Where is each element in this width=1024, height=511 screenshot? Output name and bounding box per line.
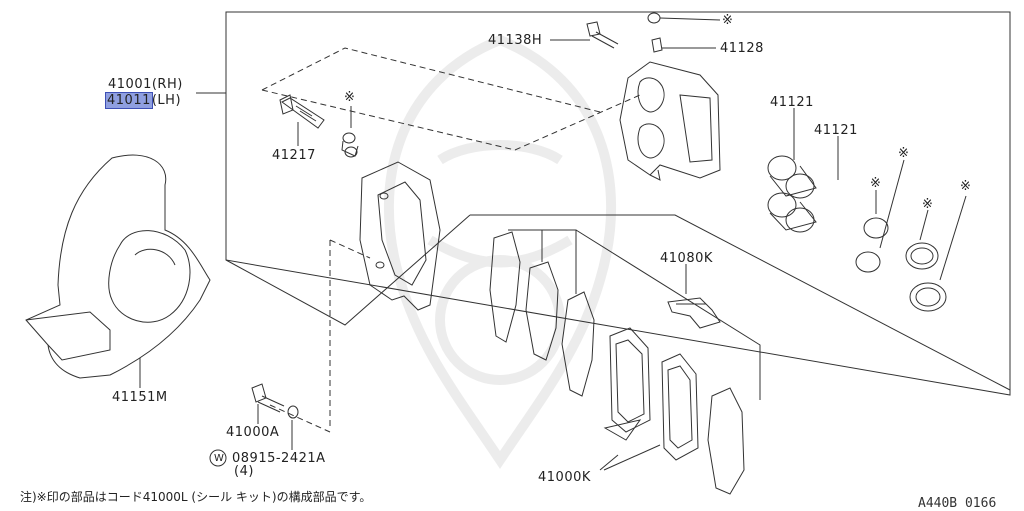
leader-41000K-a [599, 454, 619, 471]
label-41080K[interactable]: 41080K [660, 251, 713, 266]
leader-41000K-b [603, 444, 661, 471]
pin-boot [341, 132, 359, 158]
seal-kit-star-boot: ※ [344, 90, 355, 105]
dust-shield-41151M [25, 154, 211, 379]
leader-shim-outer [575, 229, 761, 400]
highlighted-part-number[interactable]: 41011 [105, 92, 153, 109]
seal-kit-star-cap: ※ [722, 13, 733, 28]
seal-small-1 [863, 217, 889, 239]
label-41000A[interactable]: 41000A [226, 425, 280, 440]
guide-dashed-bolt [269, 404, 331, 433]
leader-seal-3 [919, 209, 929, 241]
label-41138H[interactable]: 41138H [488, 33, 543, 48]
diagram-code: A440B 0166 [918, 496, 997, 511]
guide-dashed-mid [261, 89, 641, 151]
inner-shim [707, 387, 745, 495]
label-41217[interactable]: 41217 [272, 148, 316, 163]
label-41128[interactable]: 41128 [720, 41, 764, 56]
footnote: 注)※印の部品はコード41000L (シール キット)の構成部品です。 [20, 490, 372, 504]
caliper-body [619, 61, 721, 181]
shim-2 [525, 261, 559, 361]
guide-dashed-bracket [329, 239, 371, 259]
label-quantity-4: (4) [234, 464, 254, 479]
brake-pad-outer [603, 327, 651, 441]
guide-pin-41217 [279, 94, 325, 129]
label-41011-lh[interactable]: 41011(LH) [105, 92, 182, 109]
washer [287, 405, 299, 419]
bolt-41138H [586, 21, 619, 49]
label-41121-a[interactable]: 41121 [770, 95, 814, 110]
pad-group-frame-top [470, 214, 1011, 391]
seal-large-1 [905, 242, 939, 270]
seal-small-2 [855, 251, 881, 273]
label-41000K[interactable]: 41000K [538, 470, 591, 485]
leader-seal-2 [879, 159, 905, 249]
pad-group-frame-left [225, 214, 471, 326]
watermark-emblem [383, 34, 617, 470]
label-41001-rh[interactable]: 41001(RH) [108, 77, 183, 92]
outer-shim [489, 231, 521, 343]
bleeder-cap [647, 12, 721, 24]
leader-seal-4 [939, 195, 967, 281]
label-41121-b[interactable]: 41121 [814, 123, 858, 138]
caliper-bracket [359, 161, 441, 311]
seal-kit-star-seal-c: ※ [922, 197, 933, 212]
assembly-frame [225, 11, 1011, 396]
piston-upper [767, 155, 817, 199]
pad-clip-41080K [667, 297, 721, 329]
shim-3 [561, 291, 595, 397]
piston-lower [767, 192, 817, 233]
washer-circle-mark [209, 449, 227, 467]
bleeder-screw-41128 [651, 37, 716, 53]
seal-kit-star-seal-b: ※ [870, 176, 881, 191]
seal-kit-star-seal-a: ※ [898, 146, 909, 161]
seal-kit-star-seal-d: ※ [960, 179, 971, 194]
label-08915-2421A[interactable]: 08915-2421A [232, 451, 326, 466]
washer-w-mark: W [214, 453, 225, 464]
label-41151M[interactable]: 41151M [112, 390, 168, 405]
brake-pad-inner [661, 353, 699, 461]
seal-large-2 [909, 282, 947, 312]
label-41011-suffix: (LH) [151, 93, 182, 108]
guide-dashed-top [261, 47, 601, 113]
caliper-bolt-41000A [251, 383, 285, 413]
